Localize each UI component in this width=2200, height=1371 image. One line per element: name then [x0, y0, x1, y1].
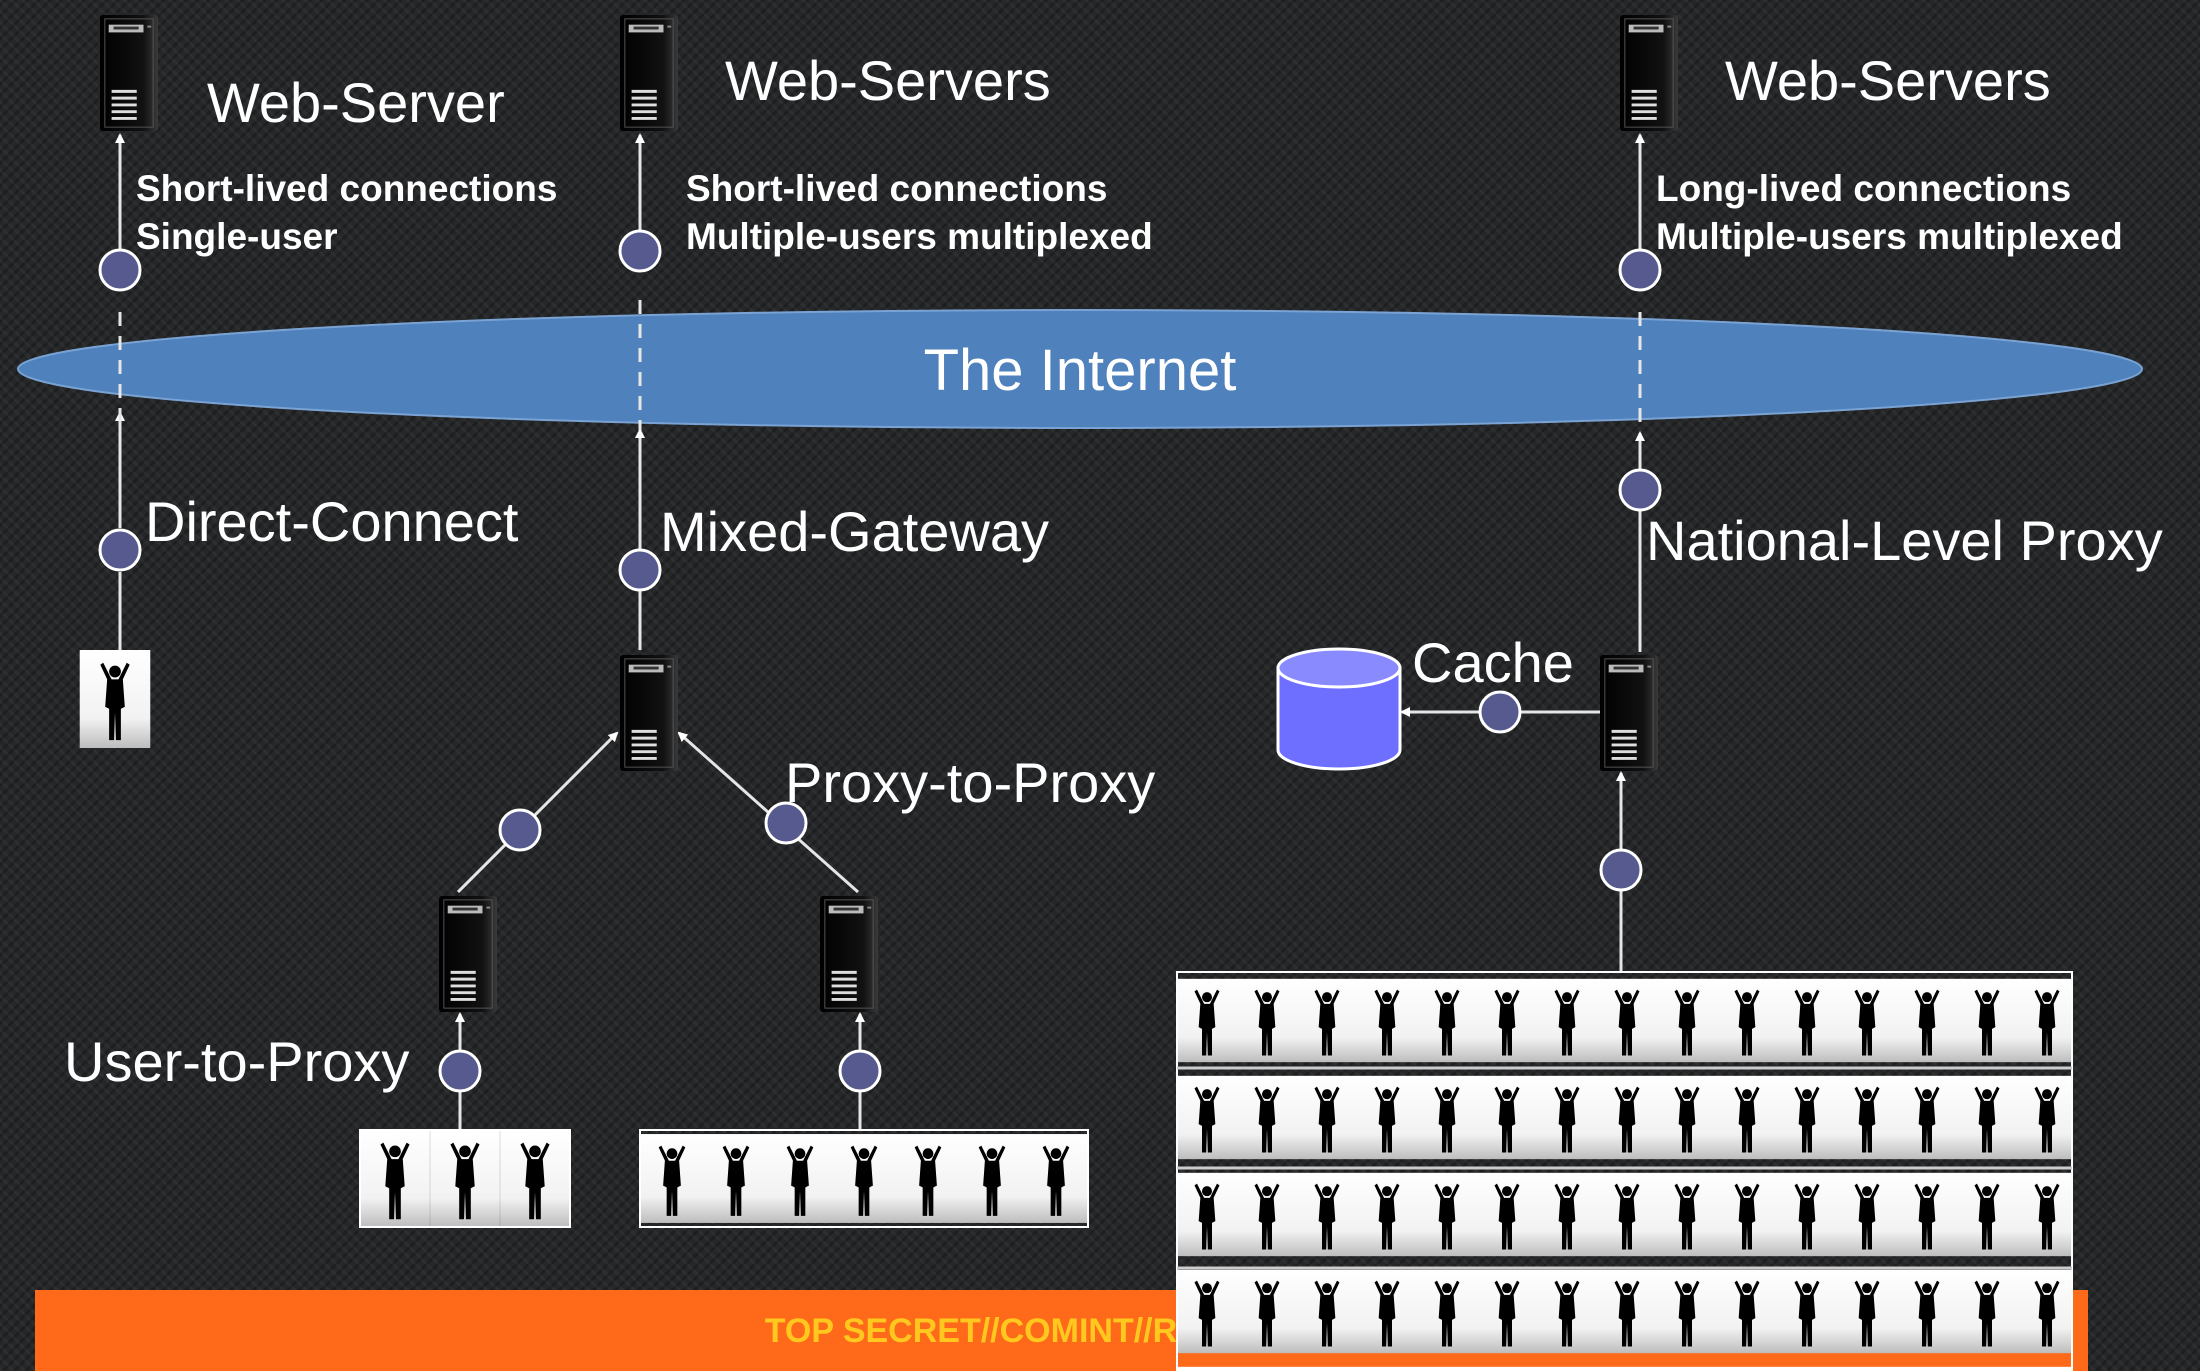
left-server-label: Web-Server — [207, 71, 505, 134]
node-proxy-right — [764, 801, 808, 845]
middle-connection-line1: Short-lived connections — [686, 168, 1107, 209]
direct-connect-label: Direct-Connect — [145, 490, 519, 553]
user-group-left — [359, 1129, 571, 1228]
node-national-server — [1618, 248, 1662, 292]
proxy-to-proxy-label: Proxy-to-Proxy — [785, 751, 1155, 814]
node-direct-server — [98, 248, 142, 292]
right-connection-line2: Multiple-users multiplexed — [1656, 216, 2123, 257]
internet-cloud — [17, 309, 2143, 429]
internet-label: The Internet — [924, 338, 1237, 403]
right-connection-line1: Long-lived connections — [1656, 168, 2071, 209]
cache-label: Cache — [1412, 631, 1574, 694]
left-connection-line2: Single-user — [136, 216, 338, 257]
user-to-proxy-label: User-to-Proxy — [64, 1030, 409, 1093]
node-direct-connect — [98, 528, 142, 572]
middle-connection-line2: Multiple-users multiplexed — [686, 216, 1153, 257]
node-user-to-proxy-right — [838, 1049, 882, 1093]
right-server-label: Web-Servers — [1725, 49, 2051, 112]
mixed-gateway-label: Mixed-Gateway — [660, 500, 1049, 563]
web-server-icon-left — [100, 13, 158, 133]
link-proxy-left-gateway — [456, 731, 619, 894]
proxy-server-icon-left — [439, 894, 497, 1014]
node-gateway-server — [618, 229, 662, 273]
direct-user-icon — [79, 650, 151, 748]
cache-database-icon — [1276, 647, 1402, 771]
national-proxy-label: National-Level Proxy — [1646, 509, 2163, 572]
node-proxy-left — [498, 808, 542, 852]
national-proxy-server-icon — [1600, 653, 1658, 773]
node-mixed-gateway — [618, 548, 662, 592]
node-user-to-proxy-left — [438, 1049, 482, 1093]
gateway-server-icon — [620, 653, 678, 773]
node-national-proxy — [1618, 468, 1662, 512]
left-connection-line1: Short-lived connections — [136, 168, 557, 209]
web-server-icon-middle — [620, 13, 678, 133]
user-group-middle — [639, 1129, 1089, 1228]
node-crowd — [1599, 848, 1643, 892]
proxy-server-icon-right — [820, 894, 878, 1014]
web-server-icon-right — [1620, 13, 1678, 133]
middle-server-label: Web-Servers — [725, 49, 1051, 112]
node-cache — [1478, 690, 1522, 734]
user-crowd-national — [1176, 971, 2073, 1371]
